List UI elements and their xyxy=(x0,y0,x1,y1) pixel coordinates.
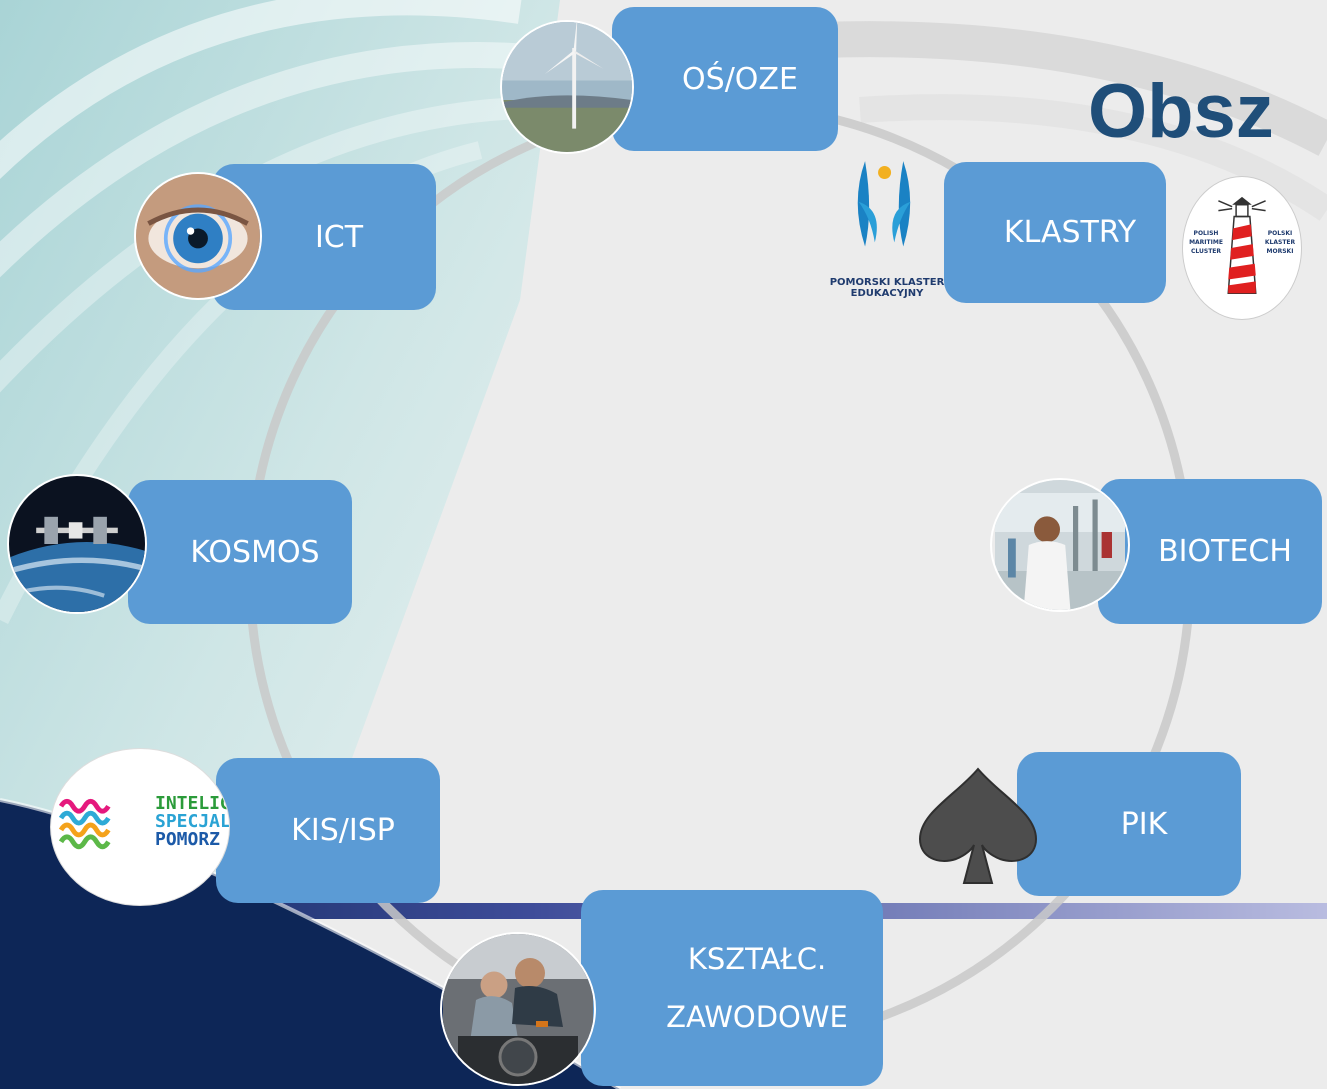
node-klastry-label: KLASTRY xyxy=(1003,215,1137,250)
node-kosmos[interactable]: KOSMOS xyxy=(128,480,352,624)
node-kosmos-label: KOSMOS xyxy=(190,534,320,570)
lighthouse-logo-icon: POLISH MARITIME CLUSTER POLSKI KLASTER M… xyxy=(1182,176,1302,320)
node-ose[interactable]: OŚ/OZE xyxy=(612,7,838,151)
node-kis[interactable]: KIS/ISP xyxy=(216,758,440,903)
wind-turbine-photo-icon xyxy=(500,20,634,154)
kis-line2: SPECJALI xyxy=(155,811,230,832)
node-biotech[interactable]: BIOTECH xyxy=(1098,479,1322,624)
pke-line2: EDUKACYJNY xyxy=(850,288,924,299)
node-zawodowe-line1: KSZTAŁC. xyxy=(687,942,827,976)
kis-line3: POMORZ xyxy=(155,829,221,850)
pke-line1: POMORSKI KLASTER xyxy=(829,277,945,288)
mechanics-photo-icon xyxy=(440,932,596,1086)
pmc-left-text: POLISH MARITIME CLUSTER xyxy=(1189,230,1223,255)
space-station-photo-icon xyxy=(7,474,147,614)
eye-photo-icon xyxy=(134,172,262,300)
pmc-right-text: POLSKI KLASTER MORSKI xyxy=(1264,230,1296,255)
node-ose-label: OŚ/OZE xyxy=(682,61,798,97)
node-pik[interactable]: PIK xyxy=(1017,752,1241,896)
node-zawodowe-line2: ZAWODOWE xyxy=(666,1000,848,1034)
kis-line1: INTELIGE xyxy=(155,793,230,814)
node-zawodowe[interactable]: KSZTAŁC. ZAWODOWE xyxy=(581,890,883,1086)
laboratory-photo-icon xyxy=(990,478,1130,612)
slide-title: Obsz xyxy=(1088,69,1274,154)
node-pik-label: PIK xyxy=(1120,806,1168,842)
pomorski-klaster-logo: POMORSKI KLASTER EDUKACYJNY xyxy=(812,153,962,313)
node-biotech-label: BIOTECH xyxy=(1158,534,1292,569)
spade-icon xyxy=(916,765,1040,885)
node-ict-label: ICT xyxy=(314,219,364,255)
smart-specialisation-logo-icon: INTELIGE SPECJALI POMORZ xyxy=(50,748,230,906)
node-kis-label: KIS/ISP xyxy=(291,813,395,848)
node-klastry[interactable]: KLASTRY xyxy=(944,162,1166,303)
